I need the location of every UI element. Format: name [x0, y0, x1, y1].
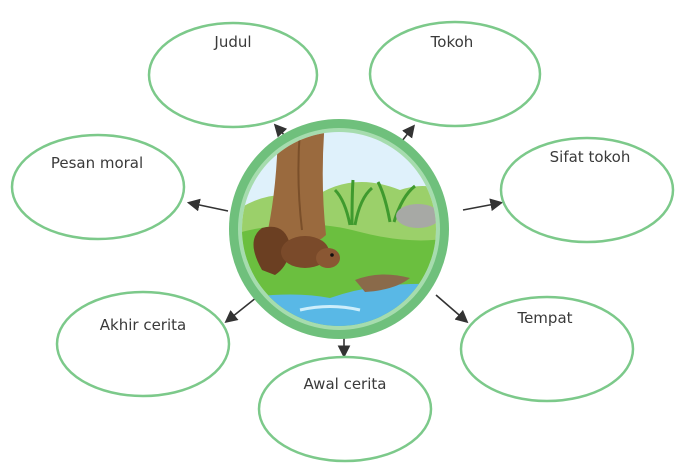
- squirrel-tail: [253, 226, 290, 275]
- node-judul: Judul: [147, 21, 319, 129]
- arrow-to-akhir-cerita: [224, 296, 258, 323]
- bubble-sifat-tokoh: [499, 136, 675, 244]
- tree-trunk: [268, 132, 326, 249]
- tree-bark-line: [297, 132, 303, 231]
- label-akhir-cerita: Akhir cerita: [100, 316, 186, 334]
- label-sifat-tokoh: Sifat tokoh: [550, 148, 631, 166]
- arrow-to-pesan-moral: [186, 198, 229, 212]
- squirrel-head: [316, 248, 340, 268]
- central-illustration: [229, 119, 449, 339]
- squirrel-eye: [330, 253, 334, 257]
- arrow-to-sifat-tokoh: [462, 198, 504, 212]
- fern-plant: [333, 179, 416, 226]
- label-tokoh: Tokoh: [430, 33, 474, 51]
- bubble-pesan-moral: [10, 133, 186, 241]
- node-awal-cerita: Awal cerita: [257, 355, 433, 463]
- bubble-judul: [147, 21, 319, 129]
- label-tempat: Tempat: [516, 309, 572, 327]
- water-highlight: [299, 305, 361, 312]
- squirrel: [253, 226, 340, 275]
- node-tokoh: Tokoh: [368, 20, 542, 128]
- node-sifat-tokoh: Sifat tokoh: [499, 136, 675, 244]
- arrow-to-tempat: [435, 294, 469, 324]
- rock: [396, 204, 436, 228]
- label-pesan-moral: Pesan moral: [51, 154, 143, 172]
- bubble-akhir-cerita: [55, 290, 231, 398]
- bubble-awal-cerita: [257, 355, 433, 463]
- node-akhir-cerita: Akhir cerita: [55, 290, 231, 398]
- bubble-tokoh: [368, 20, 542, 128]
- bubble-tempat: [459, 295, 635, 403]
- label-awal-cerita: Awal cerita: [304, 375, 387, 393]
- label-judul: Judul: [213, 33, 251, 51]
- river-bank: [355, 274, 410, 292]
- node-tempat: Tempat: [459, 295, 635, 403]
- node-pesan-moral: Pesan moral: [10, 133, 186, 241]
